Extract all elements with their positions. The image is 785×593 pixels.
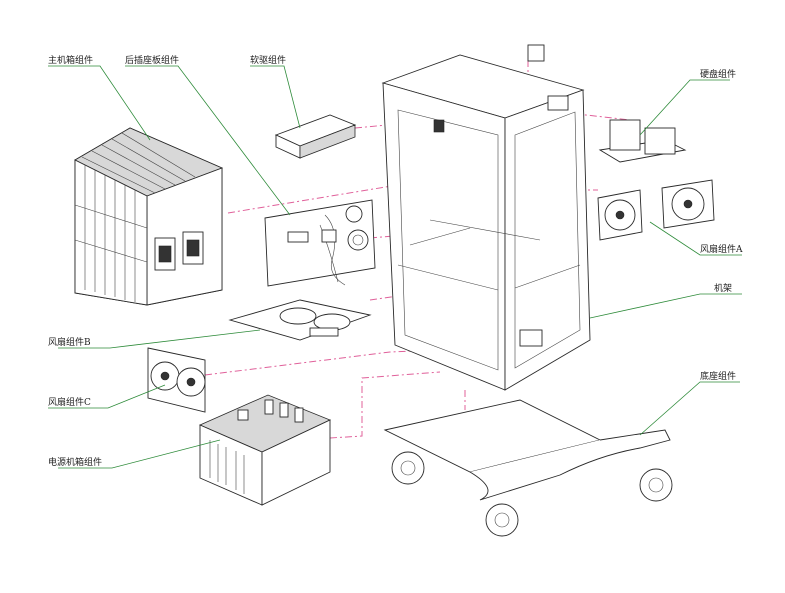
label-main-chassis: 主机箱组件: [48, 56, 94, 66]
leader-lines: [48, 65, 742, 469]
fan-c-assembly: [147, 347, 206, 413]
label-frame: 机架: [714, 284, 733, 294]
label-hdd: 硬盘组件: [700, 70, 737, 80]
power-supply-chassis: [199, 394, 331, 506]
label-fan-a: 风扇组件A: [700, 245, 743, 255]
main-chassis-assembly: [74, 127, 224, 306]
label-fan-b: 风扇组件B: [48, 338, 91, 348]
fan-a-assembly: [597, 179, 715, 241]
label-rear-panel: 后插座板组件: [125, 56, 180, 66]
hdd-assembly: [598, 119, 687, 163]
label-fan-c: 风扇组件C: [48, 398, 91, 408]
frame-assembly: [381, 44, 591, 391]
label-floppy: 软驱组件: [250, 56, 287, 66]
base-assembly: [383, 399, 673, 537]
rear-socket-panel-assembly: [264, 199, 376, 287]
floppy-drive-assembly: [274, 114, 357, 159]
label-psu: 电源机箱组件: [48, 458, 103, 468]
fan-b-plate: [228, 299, 372, 341]
label-base: 底座组件: [700, 372, 737, 382]
